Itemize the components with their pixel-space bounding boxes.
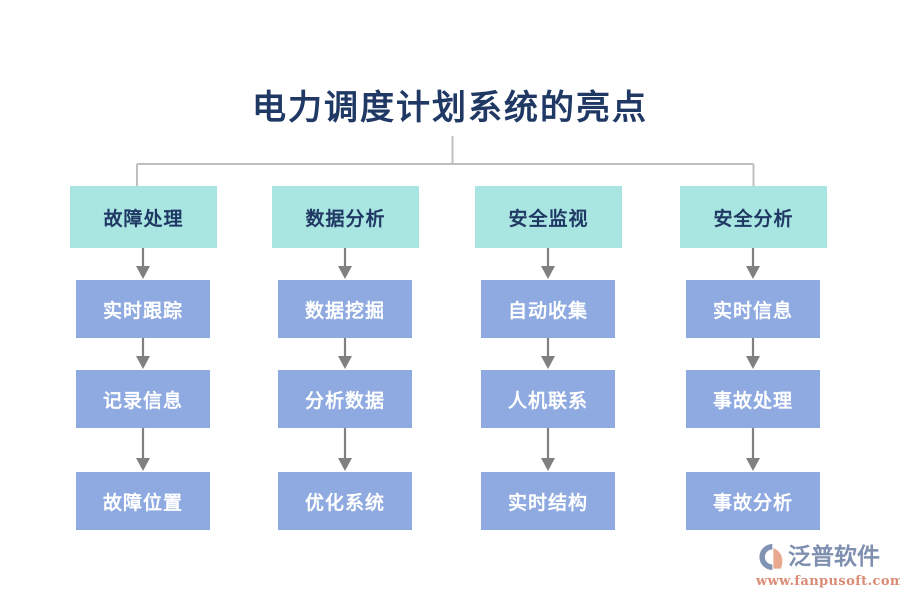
- arrow-head-c4-r2: [746, 458, 760, 471]
- arrow-heads: [136, 266, 760, 471]
- arrow-head-c1-r0: [136, 266, 150, 279]
- arrow-head-c4-r1: [746, 356, 760, 369]
- step-box-col2-3[interactable]: 优化系统: [278, 472, 412, 530]
- arrow-head-c2-r2: [338, 458, 352, 471]
- page-title: 电力调度计划系统的亮点: [252, 88, 648, 128]
- brand-logo: 泛普软件 www.fanpusoft.com: [756, 541, 900, 591]
- arrow-head-c2-r1: [338, 356, 352, 369]
- arrow-head-c3-r2: [541, 458, 555, 471]
- brand-logo-row: 泛普软件: [756, 541, 892, 573]
- head-box-col3[interactable]: 安全监视: [475, 186, 622, 248]
- step-box-col2-2[interactable]: 分析数据: [278, 370, 412, 428]
- step-box-col2-1[interactable]: 数据挖掘: [278, 280, 412, 338]
- step-box-col4-2[interactable]: 事故处理: [686, 370, 820, 428]
- arrow-head-c4-r0: [746, 266, 760, 279]
- arrow-head-c2-r0: [338, 266, 352, 279]
- arrow-head-c1-r2: [136, 458, 150, 471]
- step-box-col1-3[interactable]: 故障位置: [76, 472, 210, 530]
- brand-name: 泛普软件: [788, 544, 880, 570]
- step-box-col3-2[interactable]: 人机联系: [481, 370, 615, 428]
- fanpu-swoosh-icon: [759, 544, 783, 570]
- step-box-col3-1[interactable]: 自动收集: [481, 280, 615, 338]
- arrow-head-c1-r1: [136, 356, 150, 369]
- step-box-col1-1[interactable]: 实时跟踪: [76, 280, 210, 338]
- head-box-col2[interactable]: 数据分析: [272, 186, 419, 248]
- arrow-head-c3-r0: [541, 266, 555, 279]
- head-box-col1[interactable]: 故障处理: [70, 186, 217, 248]
- arrow-head-c3-r1: [541, 356, 555, 369]
- step-box-col4-1[interactable]: 实时信息: [686, 280, 820, 338]
- step-box-col3-3[interactable]: 实时结构: [481, 472, 615, 530]
- brand-url: www.fanpusoft.com: [756, 574, 900, 589]
- step-box-col4-3[interactable]: 事故分析: [686, 472, 820, 530]
- step-box-col1-2[interactable]: 记录信息: [76, 370, 210, 428]
- head-box-col4[interactable]: 安全分析: [680, 186, 827, 248]
